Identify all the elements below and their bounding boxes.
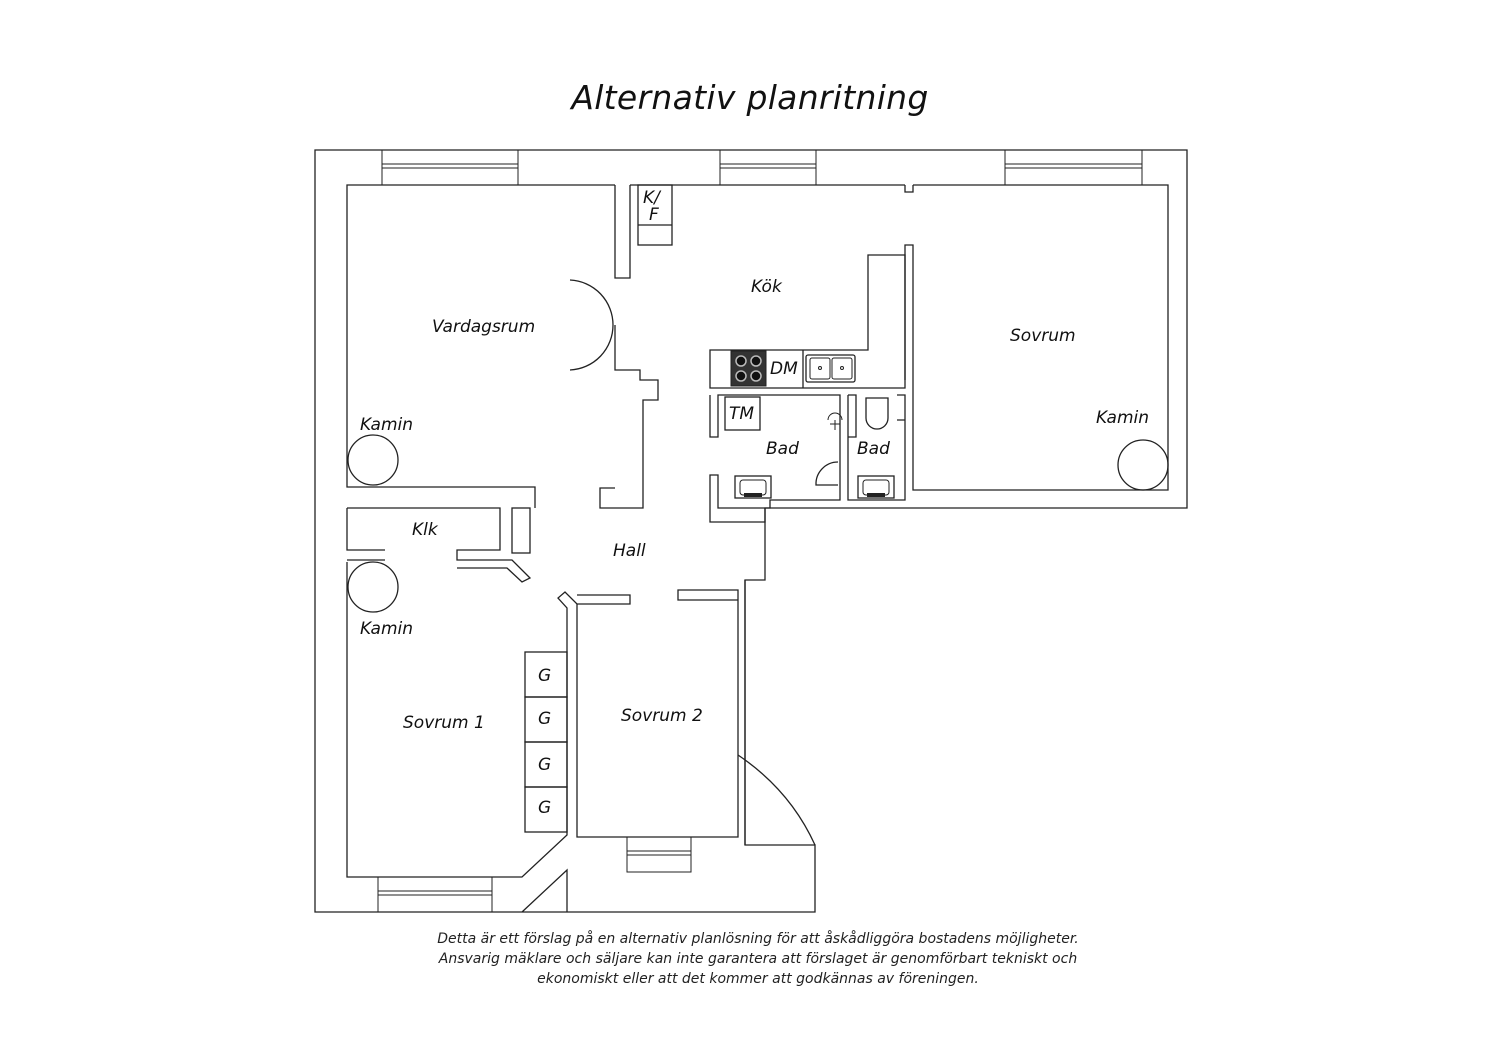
label-sovrum1: Sovrum 1 [403,713,485,733]
fireplace-bedroom1 [347,561,399,613]
label-kok: Kök [751,277,783,297]
label-kamin-living: Kamin [360,415,413,435]
label-bad-small: Bad [857,439,890,459]
label-kamin-bedroom: Kamin [1096,408,1149,428]
fireplace-living [347,434,399,486]
label-wardrobe: G [538,666,551,686]
fireplace-bedroom [1117,439,1169,491]
label-bad-main: Bad [766,439,799,459]
living-room-walls [346,184,615,508]
label-kf-bottom: F [649,205,659,225]
disclaimer: Detta är ett förslag på en alternativ pl… [0,929,1500,989]
windows [377,149,1143,913]
washing-machine [724,396,761,431]
label-wardrobe: G [538,709,551,729]
bedroom2-walls [576,589,739,838]
shower-fixture [827,412,843,430]
disclaimer-line: ekonomiskt eller att det kommer att godk… [537,971,979,987]
bathroom-walls [709,394,841,523]
plan-title: Alternativ planritning [571,78,929,117]
disclaimer-line: Detta är ett förslag på en alternativ pl… [437,931,1079,947]
label-sovrum: Sovrum [1010,326,1076,346]
label-kamin-bedroom1: Kamin [360,619,413,639]
sink [805,354,856,383]
disclaimer-line: Ansvarig mäklare och säljare kan inte ga… [438,951,1078,967]
label-kf-top: K/ [643,188,662,208]
kf-cabinet [637,184,673,246]
outer-wall [314,149,1188,913]
washbasin-small [857,475,895,499]
label-tm: TM [729,404,754,424]
toilet-main [815,461,839,486]
label-klk: Klk [412,520,439,540]
bedroom1-walls [346,562,631,878]
wardrobes [524,651,568,833]
closet-walls [347,507,532,583]
label-wardrobe: G [538,798,551,818]
label-vardagsrum: Vardagsrum [432,317,535,337]
label-wardrobe: G [538,755,551,775]
washbasin-main [734,475,772,499]
label-hall: Hall [613,541,646,561]
label-sovrum2: Sovrum 2 [621,706,703,726]
label-dm: DM [770,359,798,379]
toilet-small [865,397,889,430]
kitchen-counter [709,254,906,389]
stove [730,350,767,387]
kitchen-double-door [569,279,614,371]
small-bathroom-walls [847,394,906,501]
